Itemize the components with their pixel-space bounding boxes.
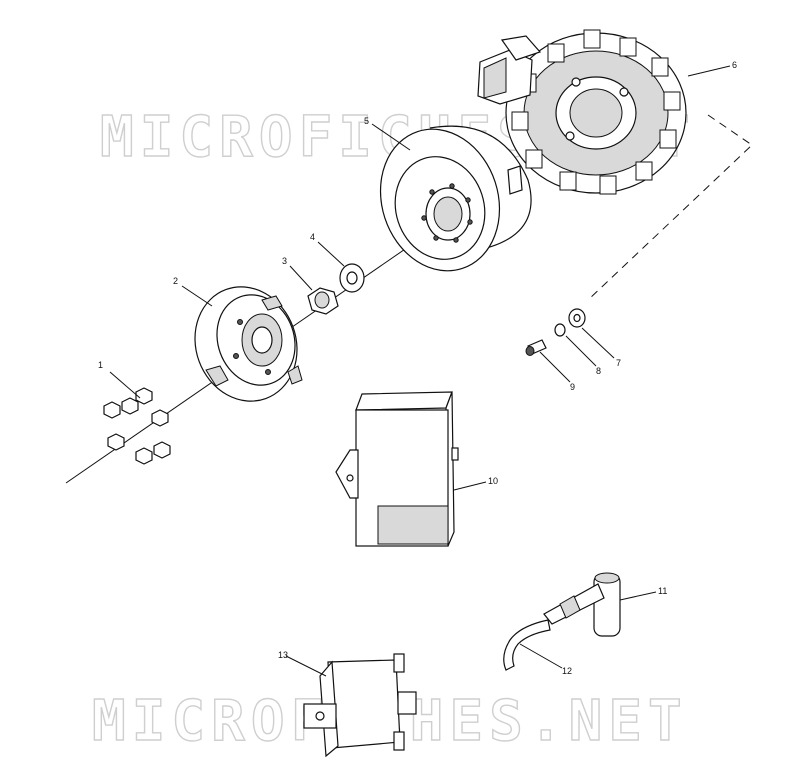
callout-10: 10	[488, 476, 498, 486]
starter-cup-part-2	[194, 286, 303, 402]
callout-11: 11	[658, 586, 667, 596]
callout-2: 2	[173, 276, 178, 286]
callout-7: 7	[616, 358, 621, 368]
callout-8: 8	[596, 366, 601, 376]
stator-guide-dashed-line	[587, 114, 753, 301]
ht-wire-part-12	[503, 619, 551, 671]
stator-part-6	[477, 29, 687, 195]
spark-plug-cap-part-11	[543, 572, 621, 637]
callout-13: 13	[278, 650, 288, 660]
flywheel-part-5	[379, 125, 532, 272]
ignition-coil-part-13	[303, 653, 417, 758]
lock-washer-part-8	[554, 323, 566, 337]
screw-part-9	[525, 339, 547, 356]
leader-lines	[109, 65, 731, 677]
callout-6: 6	[732, 60, 737, 70]
callout-3: 3	[282, 256, 287, 266]
washer-part-4	[339, 263, 365, 293]
callout-9: 9	[570, 382, 575, 392]
bolts-part-1	[103, 387, 171, 465]
cdi-box-part-10	[335, 391, 459, 547]
callout-1: 1	[98, 360, 103, 370]
nut-part-3	[307, 287, 339, 315]
washer-part-7	[568, 308, 586, 328]
callout-4: 4	[310, 232, 315, 242]
callout-5: 5	[364, 116, 369, 126]
callout-12: 12	[562, 666, 572, 676]
